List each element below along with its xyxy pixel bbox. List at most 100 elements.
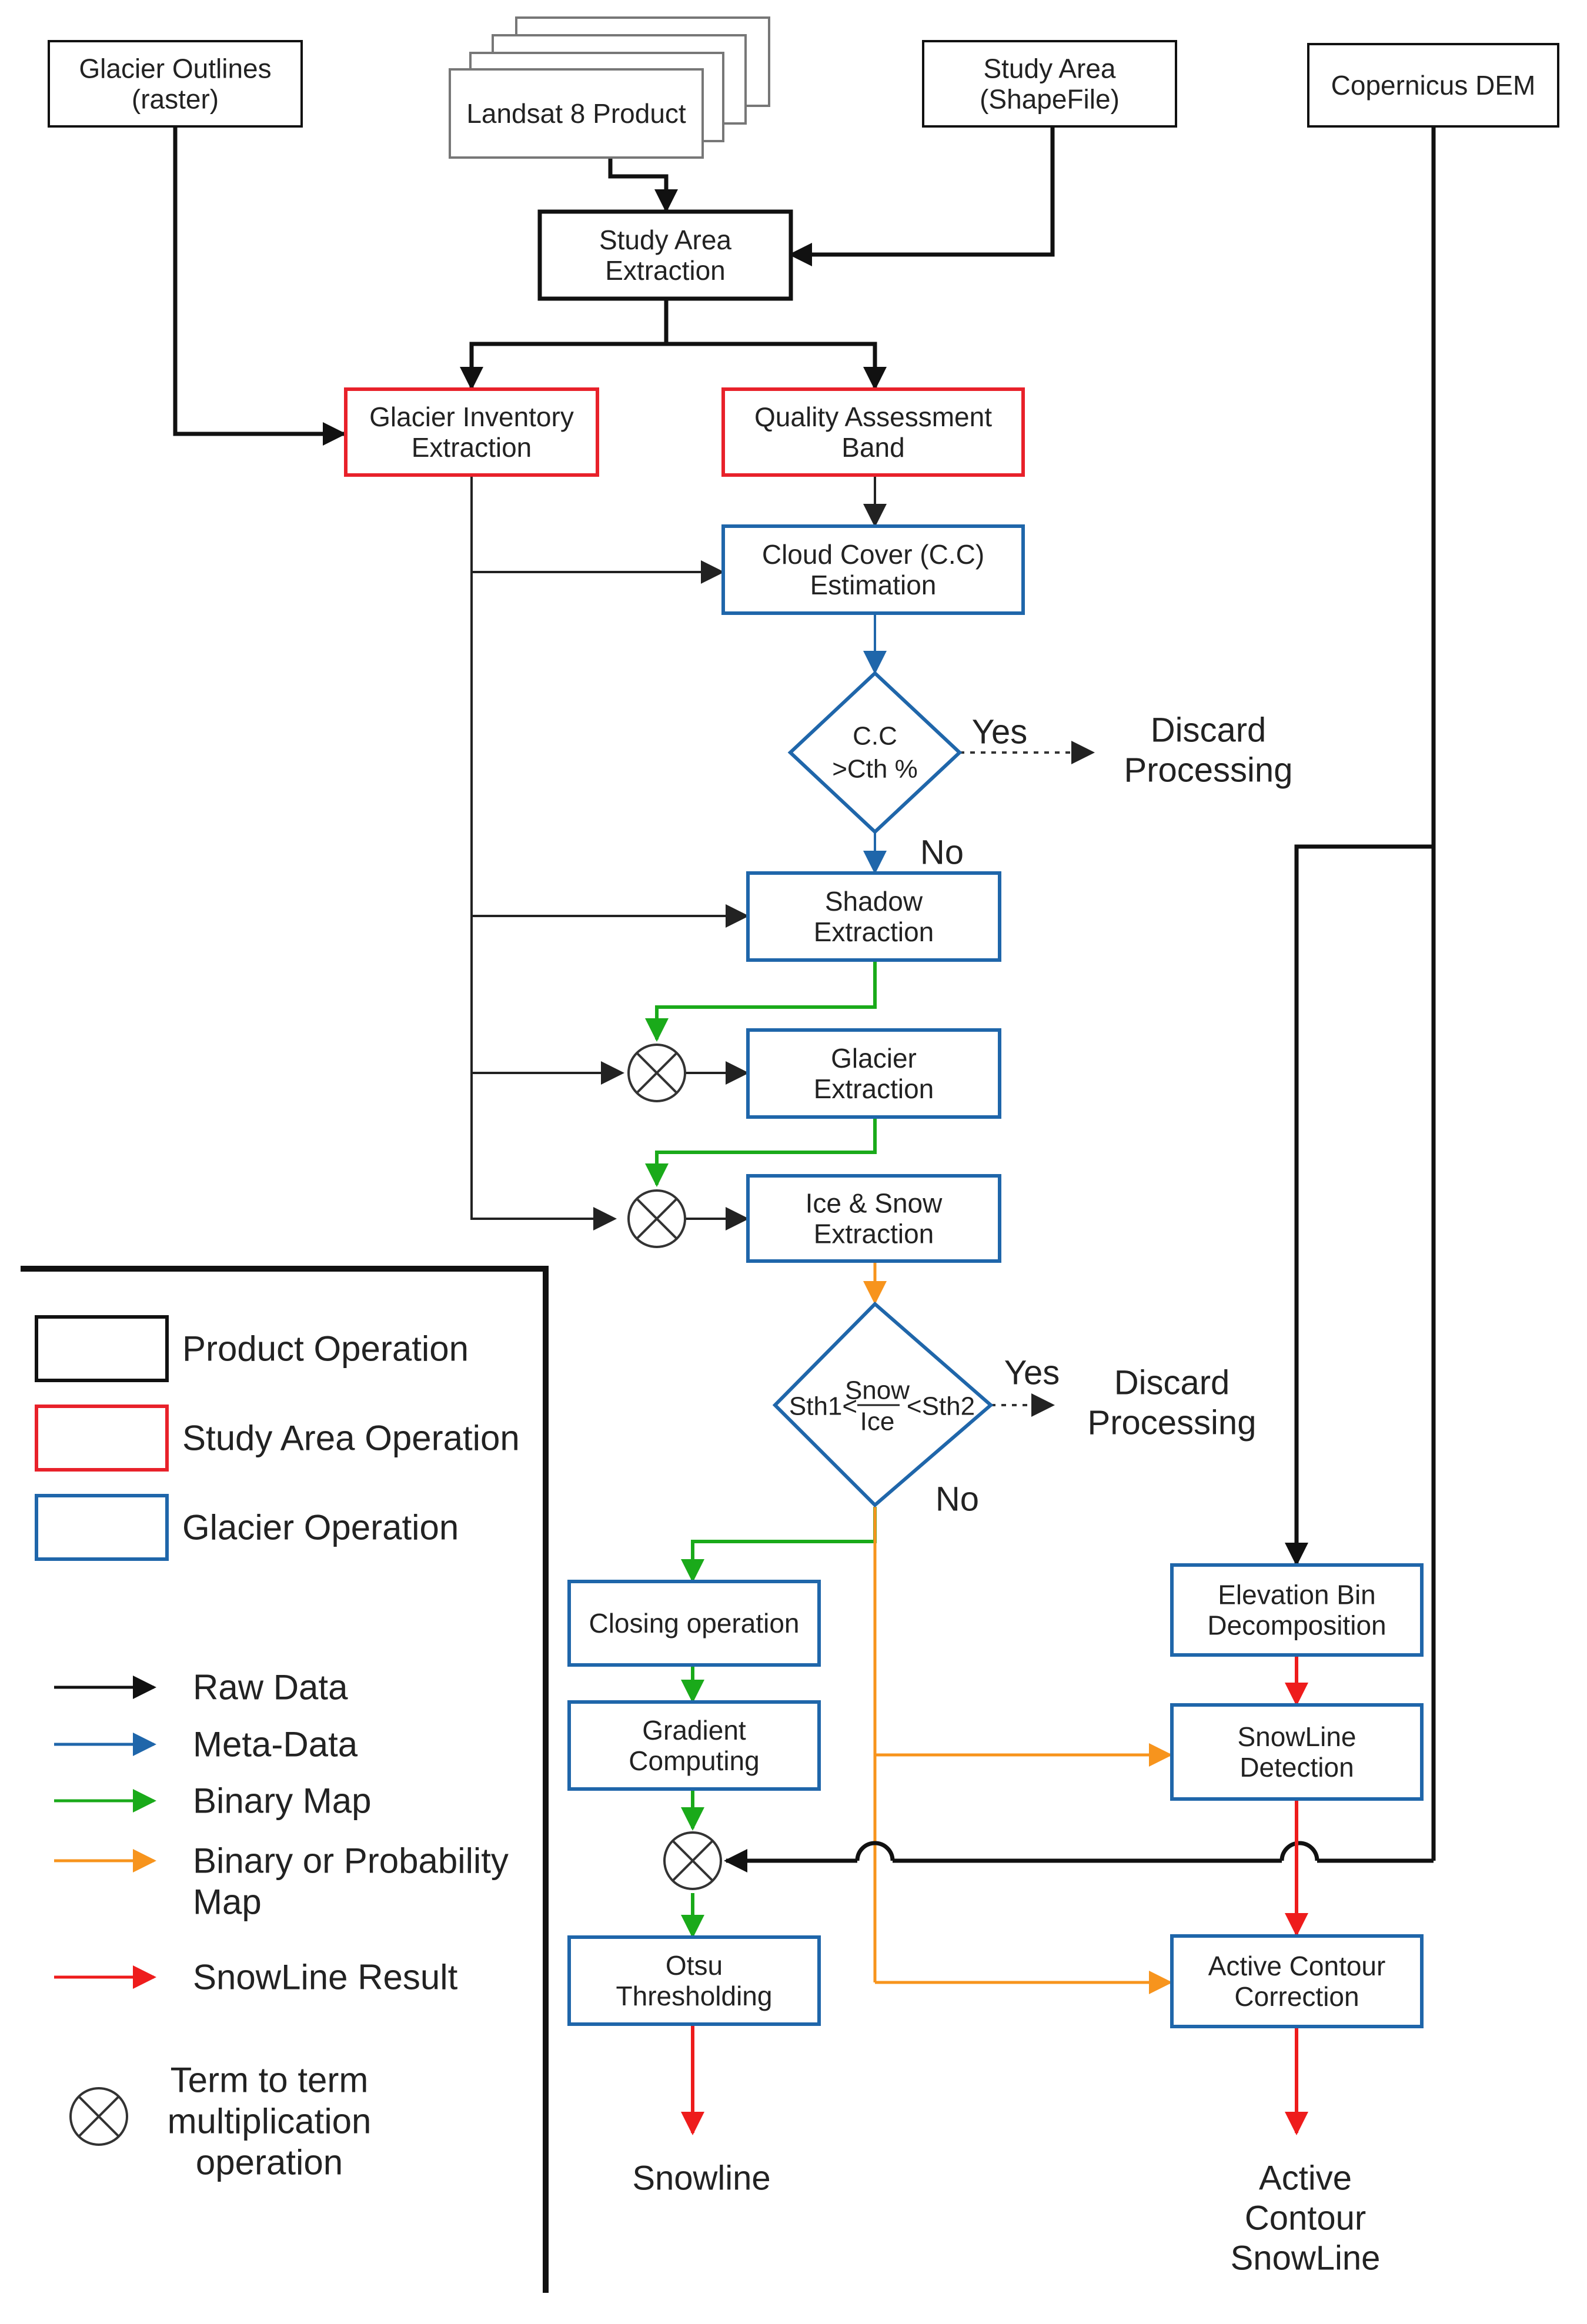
landsat-box-line-1: Landsat 8 Product — [466, 98, 686, 129]
cloud-cover-box: Cloud Cover (C.C)Estimation — [721, 524, 1025, 615]
study-area-input-box-border — [922, 40, 1177, 128]
closing-box: Closing operation — [567, 1580, 821, 1667]
cloud-discard-line2: Processing — [1124, 751, 1293, 790]
landsat-box: Landsat 8 Product — [449, 68, 704, 159]
cloud-cover-box-line-2: Estimation — [810, 570, 937, 600]
arrow-dem-to-elevation — [1285, 844, 1434, 1566]
glacier-outlines-box-line-1: Glacier Outlines — [79, 53, 271, 84]
glacier-inventory-box-line-2: Extraction — [412, 432, 532, 463]
cloud-decision — [787, 670, 963, 835]
legend-box-label-3: Glacier Operation — [182, 1508, 459, 1547]
elevation-bin-box-line-1: Elevation Bin — [1218, 1580, 1376, 1610]
cloud-cover-box-border — [721, 524, 1025, 615]
dem-box-border — [1307, 43, 1559, 128]
otsu-box-line-2: Thresholding — [616, 1981, 773, 2011]
glacier-extraction-box-line-1: Glacier — [831, 1043, 917, 1074]
otsu-box-border — [567, 1935, 821, 2026]
cloud-decision-line2: >Cth % — [832, 755, 918, 784]
study-area-input-box-line-2: (ShapeFile) — [980, 84, 1120, 115]
dem-box: Copernicus DEM — [1307, 43, 1559, 128]
landsat-box-border — [449, 68, 704, 159]
line-inventory-trunk — [470, 475, 617, 1230]
shadow-box-line-2: Extraction — [814, 917, 934, 947]
quality-band-box-line-2: Band — [841, 432, 904, 463]
cloud-decision-no: No — [920, 834, 964, 872]
closing-box-line-1: Closing operation — [589, 1608, 799, 1638]
glacier-extraction-box-line-2: Extraction — [814, 1074, 934, 1104]
legend-arrow-label-4-1: Binary or Probability — [193, 1841, 509, 1881]
elevation-bin-box-line-2: Decomposition — [1207, 1610, 1386, 1641]
glacier-outlines-box-line-2: (raster) — [132, 84, 219, 115]
arrow-shapefile-to-extraction — [789, 126, 1055, 266]
ice-snow-box-border — [746, 1174, 1001, 1263]
gradient-box-line-2: Computing — [629, 1745, 759, 1776]
glacier-inventory-box-line-1: Glacier Inventory — [369, 402, 574, 432]
legend-arrow-label-2-1: Meta-Data — [193, 1725, 358, 1764]
legend-arrow-label-5-1: SnowLine Result — [193, 1958, 458, 1997]
legend-arrow-label-4-2: Map — [193, 1882, 262, 1922]
cloud-decision-yes: Yes — [972, 713, 1028, 751]
snowline-detection-box-line-1: SnowLine — [1237, 1721, 1356, 1752]
ratio-left: Sth1< — [789, 1392, 857, 1421]
active-contour-output-line-2: Contour — [1245, 2199, 1366, 2238]
legend-multiply-label-2: multiplication — [168, 2102, 372, 2141]
arrow-split-to-inventory — [460, 342, 666, 390]
ratio-discard-line2: Processing — [1088, 1404, 1257, 1442]
ratio-decision-yes: Yes — [1004, 1354, 1060, 1392]
ice-snow-box-line-1: Ice & Snow — [806, 1188, 943, 1219]
hop-over-red — [1279, 1841, 1319, 1861]
snowline-detection-box-border — [1170, 1703, 1424, 1801]
multiply-node-1 — [627, 1044, 686, 1102]
gradient-box-border — [567, 1700, 821, 1791]
legend-arrow-label-3-1: Binary Map — [193, 1781, 371, 1821]
glacier-extraction-box-border — [746, 1028, 1001, 1119]
multiply-node-3 — [663, 1831, 722, 1890]
snowline-detection-box-line-2: Detection — [1239, 1752, 1354, 1783]
hop-over-orange — [855, 1841, 895, 1861]
arrow-landsat-to-extraction — [608, 158, 678, 213]
legend-box-label-2: Study Area Operation — [182, 1419, 520, 1458]
elevation-bin-box-border — [1170, 1563, 1424, 1657]
arrow-glacier-to-mult2 — [645, 1117, 877, 1187]
quality-band-box-line-1: Quality Assessment — [754, 402, 992, 432]
gradient-box-line-1: Gradient — [642, 1715, 746, 1745]
legend-box-label-1: Product Operation — [182, 1329, 469, 1369]
study-area-extraction-box-border — [537, 209, 793, 301]
legend-arrow-label-1-1: Raw Data — [193, 1668, 348, 1707]
ratio-den: Ice — [860, 1407, 895, 1436]
shadow-box-border — [746, 871, 1001, 962]
active-contour-output-line-1: Active — [1259, 2159, 1352, 2198]
legend-multiply-label-1: Term to term — [171, 2061, 369, 2100]
arrow-split-to-quality — [666, 342, 887, 390]
cloud-discard-line1: Discard — [1151, 711, 1267, 750]
multiply-node-2 — [627, 1189, 686, 1248]
study-area-input-box: Study Area(ShapeFile) — [922, 40, 1177, 128]
study-area-input-box-line-1: Study Area — [983, 53, 1115, 84]
active-contour-output-line-3: SnowLine — [1231, 2239, 1381, 2278]
ratio-discard-line1: Discard — [1114, 1364, 1230, 1402]
active-contour-box-border — [1170, 1934, 1424, 2028]
legend-swatch-3 — [35, 1494, 169, 1561]
active-contour-box-line-2: Correction — [1234, 1981, 1359, 2012]
legend-swatch-2 — [35, 1405, 169, 1472]
glacier-outlines-box-border — [48, 40, 303, 128]
otsu-box-line-1: Otsu — [666, 1950, 723, 1981]
active-contour-box-line-1: Active Contour — [1208, 1951, 1386, 1981]
closing-box-border — [567, 1580, 821, 1667]
snowline-output: Snowline — [632, 2159, 770, 2198]
ice-snow-box-line-2: Extraction — [814, 1219, 934, 1249]
shadow-box-line-1: Shadow — [825, 886, 923, 917]
study-area-extraction-box-line-1: Study Area — [599, 225, 731, 255]
glacier-inventory-box-border — [344, 387, 599, 477]
